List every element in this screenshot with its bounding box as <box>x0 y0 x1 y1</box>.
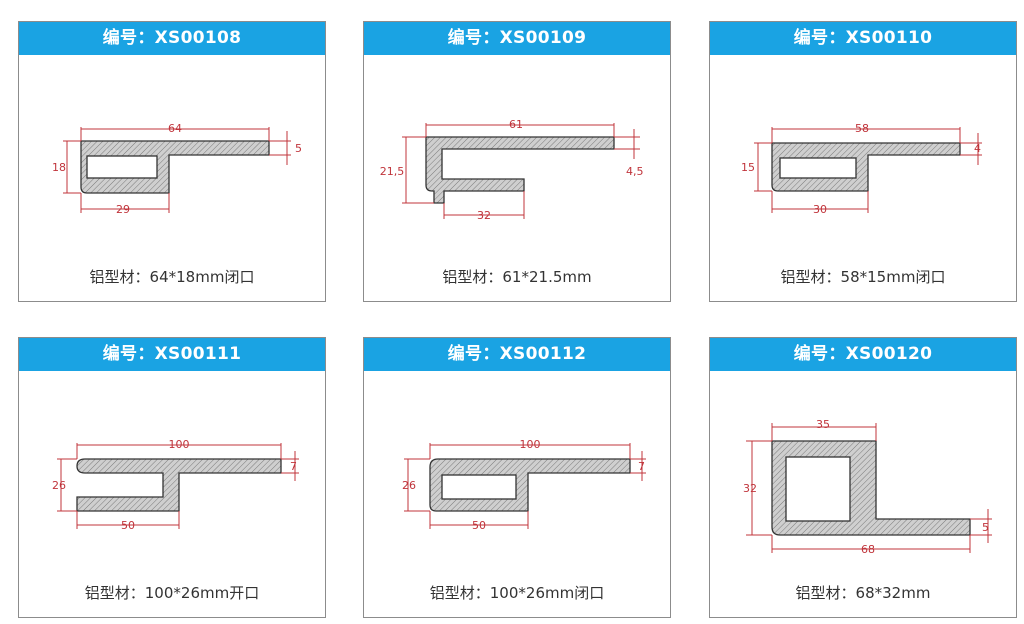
product-card-xs00111[interactable]: 编号：XS00111 100 26 7 50 铝型材：100*26mm开口 <box>18 337 326 618</box>
product-card-xs00112[interactable]: 编号：XS00112 100 26 7 50 铝型材：100*26mm闭口 <box>363 337 671 618</box>
dim-height: 32 <box>743 482 757 495</box>
card-caption: 铝型材：58*15mm闭口 <box>780 268 946 286</box>
dim-width: 100 <box>520 438 541 451</box>
card-caption: 铝型材：100*26mm闭口 <box>429 584 605 602</box>
card-title: 编号：XS00112 <box>364 338 670 371</box>
product-card-xs00120[interactable]: 编号：XS00120 35 32 5 68 铝型材：68*32mm <box>709 337 1017 618</box>
dim-height: 26 <box>52 479 66 492</box>
profile-drawing: 58 15 4 30 <box>710 55 1016 245</box>
product-card-xs00110[interactable]: 编号：XS00110 58 15 4 30 铝型材：58*15mm闭口 <box>709 21 1017 302</box>
product-card-xs00108[interactable]: 编号：XS00108 64 18 5 29 铝型材：64*18mm闭口 <box>18 21 326 302</box>
product-card-xs00109[interactable]: 编号：XS00109 61 21,5 4,5 32 铝型材：61*21.5mm <box>363 21 671 302</box>
profile-drawing: 61 21,5 4,5 32 <box>364 55 670 245</box>
dim-lip: 5 <box>295 142 302 155</box>
dim-lip: 7 <box>638 460 645 473</box>
profile-drawing: 64 18 5 29 <box>19 55 325 245</box>
card-title: 编号：XS00108 <box>19 22 325 55</box>
card-title: 编号：XS00109 <box>364 22 670 55</box>
card-title: 编号：XS00120 <box>710 338 1016 371</box>
profile-drawing: 100 26 7 50 <box>364 371 670 561</box>
dim-lip: 4 <box>974 142 981 155</box>
dim-height: 26 <box>402 479 416 492</box>
dim-width: 64 <box>168 122 182 135</box>
dim-top: 35 <box>816 418 830 431</box>
dim-width: 61 <box>509 118 523 131</box>
dim-base: 29 <box>116 203 130 216</box>
dim-height: 15 <box>741 161 755 174</box>
card-caption: 铝型材：68*32mm <box>795 584 931 602</box>
dim-height: 21,5 <box>380 165 405 178</box>
dim-lip: 7 <box>290 460 297 473</box>
card-title: 编号：XS00110 <box>710 22 1016 55</box>
dim-width: 68 <box>861 543 875 556</box>
profile-drawing: 100 26 7 50 <box>19 371 325 561</box>
dim-base: 30 <box>813 203 827 216</box>
card-title: 编号：XS00111 <box>19 338 325 371</box>
dim-base: 32 <box>477 209 491 222</box>
profile-drawing: 35 32 5 68 <box>710 371 1016 561</box>
dim-width: 58 <box>855 122 869 135</box>
dim-base: 50 <box>121 519 135 532</box>
dim-lip: 4,5 <box>626 165 644 178</box>
card-caption: 铝型材：61*21.5mm <box>442 268 592 286</box>
card-caption: 铝型材：64*18mm闭口 <box>89 268 255 286</box>
dim-lip: 5 <box>982 521 989 534</box>
dim-height: 18 <box>52 161 66 174</box>
dim-base: 50 <box>472 519 486 532</box>
card-caption: 铝型材：100*26mm开口 <box>84 584 260 602</box>
dim-width: 100 <box>169 438 190 451</box>
